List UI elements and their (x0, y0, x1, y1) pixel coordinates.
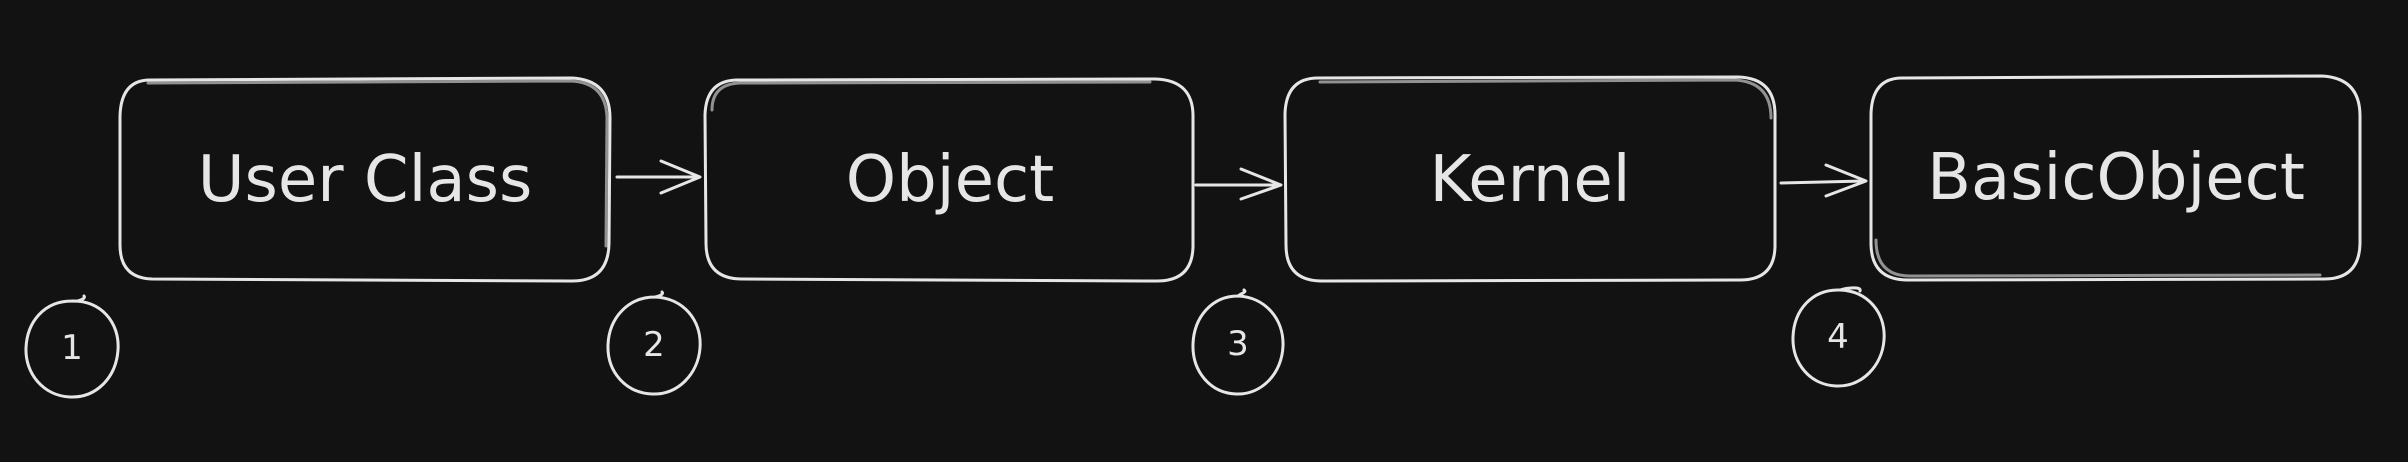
node-object[interactable]: Object (703, 77, 1195, 283)
node-kernel-box (1283, 75, 1777, 283)
step-number-1: 1 (61, 328, 83, 368)
node-kernel-box-sketch (1318, 78, 1773, 120)
node-basicobject-box (1869, 74, 2362, 282)
node-kernel-label: Kernel (1429, 143, 1630, 217)
node-object-box (703, 77, 1195, 283)
step-marker-4: 4 (1791, 286, 1886, 388)
arrow-user-class-to-object (615, 159, 702, 195)
node-user-class-box (118, 76, 612, 283)
arrow-kernel-to-basicobject (1779, 163, 1868, 198)
step-marker-2: 2 (606, 290, 702, 396)
node-basicobject[interactable]: BasicObject (1869, 74, 2362, 282)
node-basicobject-label: BasicObject (1927, 141, 2305, 215)
node-user-class-label: User Class (198, 143, 533, 217)
step-number-3: 3 (1227, 324, 1249, 364)
node-basicobject-box-sketch (1874, 238, 2322, 278)
step-number-2: 2 (643, 325, 665, 365)
node-object-box-sketch (710, 80, 1152, 112)
step-number-4: 4 (1827, 317, 1849, 357)
step-marker-3: 3 (1191, 288, 1285, 396)
node-object-label: Object (846, 143, 1054, 217)
node-user-class[interactable]: User Class (118, 76, 612, 283)
arrow-object-to-kernel (1194, 167, 1283, 201)
step-marker-1: 1 (24, 294, 120, 399)
node-kernel[interactable]: Kernel (1283, 75, 1777, 283)
node-user-class-box-sketch (146, 79, 609, 248)
